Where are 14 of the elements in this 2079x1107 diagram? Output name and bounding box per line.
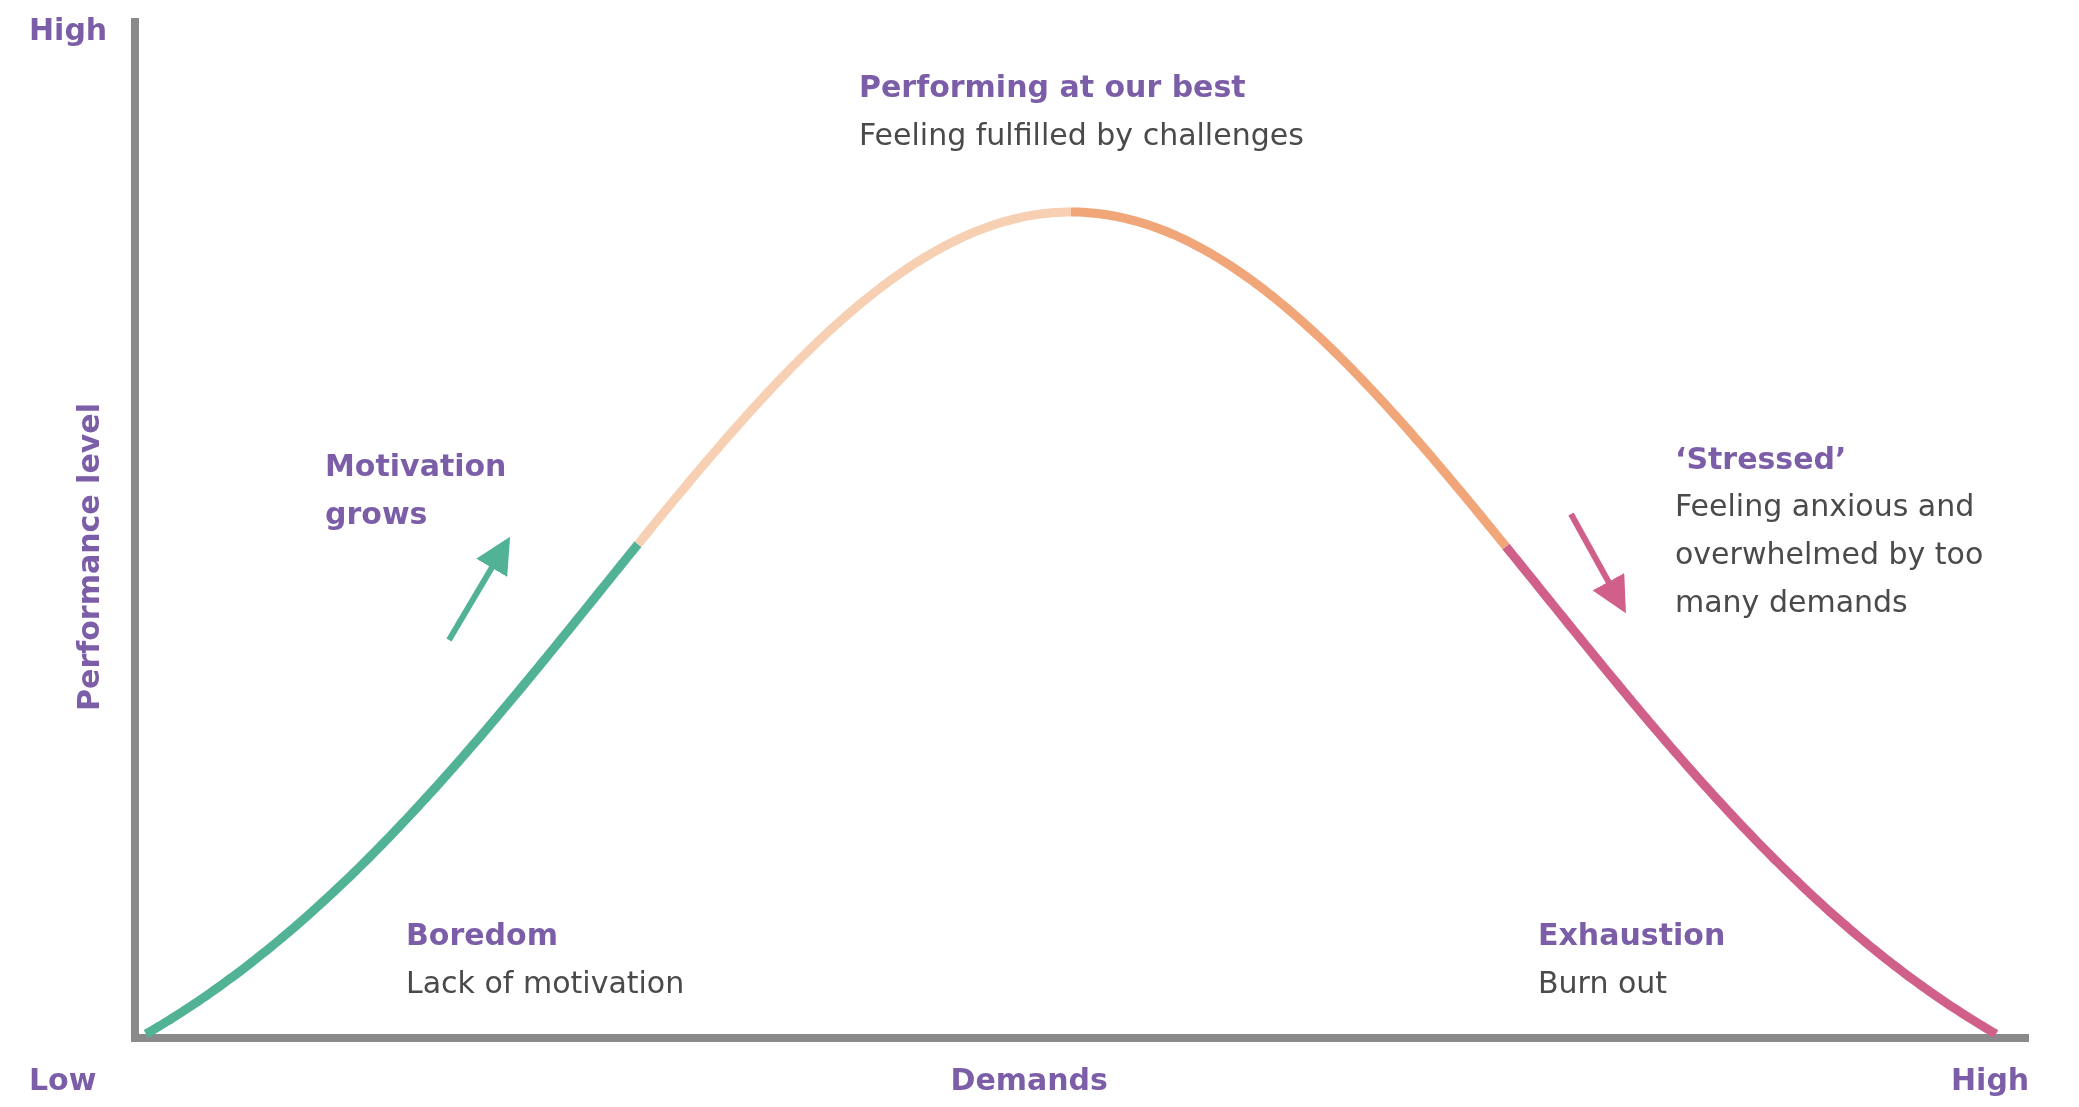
region-heading: Exhaustion — [1538, 916, 1726, 954]
trend-label: Motivation grows — [325, 447, 508, 533]
region-description: Feeling anxious and overwhelmed by too many demands — [1675, 487, 1985, 621]
region-description: Lack of motivation — [406, 964, 685, 1002]
axis-label: Low — [29, 1061, 97, 1099]
region-heading: Boredom — [406, 916, 558, 954]
region-description: Burn out — [1538, 964, 1668, 1002]
region-description: Feeling fulfilled by challenges — [859, 116, 1304, 154]
region-heading: ‘Stressed’ — [1675, 440, 1847, 478]
axis-label: High — [29, 11, 108, 49]
axis-label: High — [1951, 1061, 2030, 1099]
axis-title: Demands — [950, 1061, 1108, 1099]
region-heading: Performing at our best — [859, 68, 1246, 106]
axis-title: Performance level — [69, 403, 107, 711]
